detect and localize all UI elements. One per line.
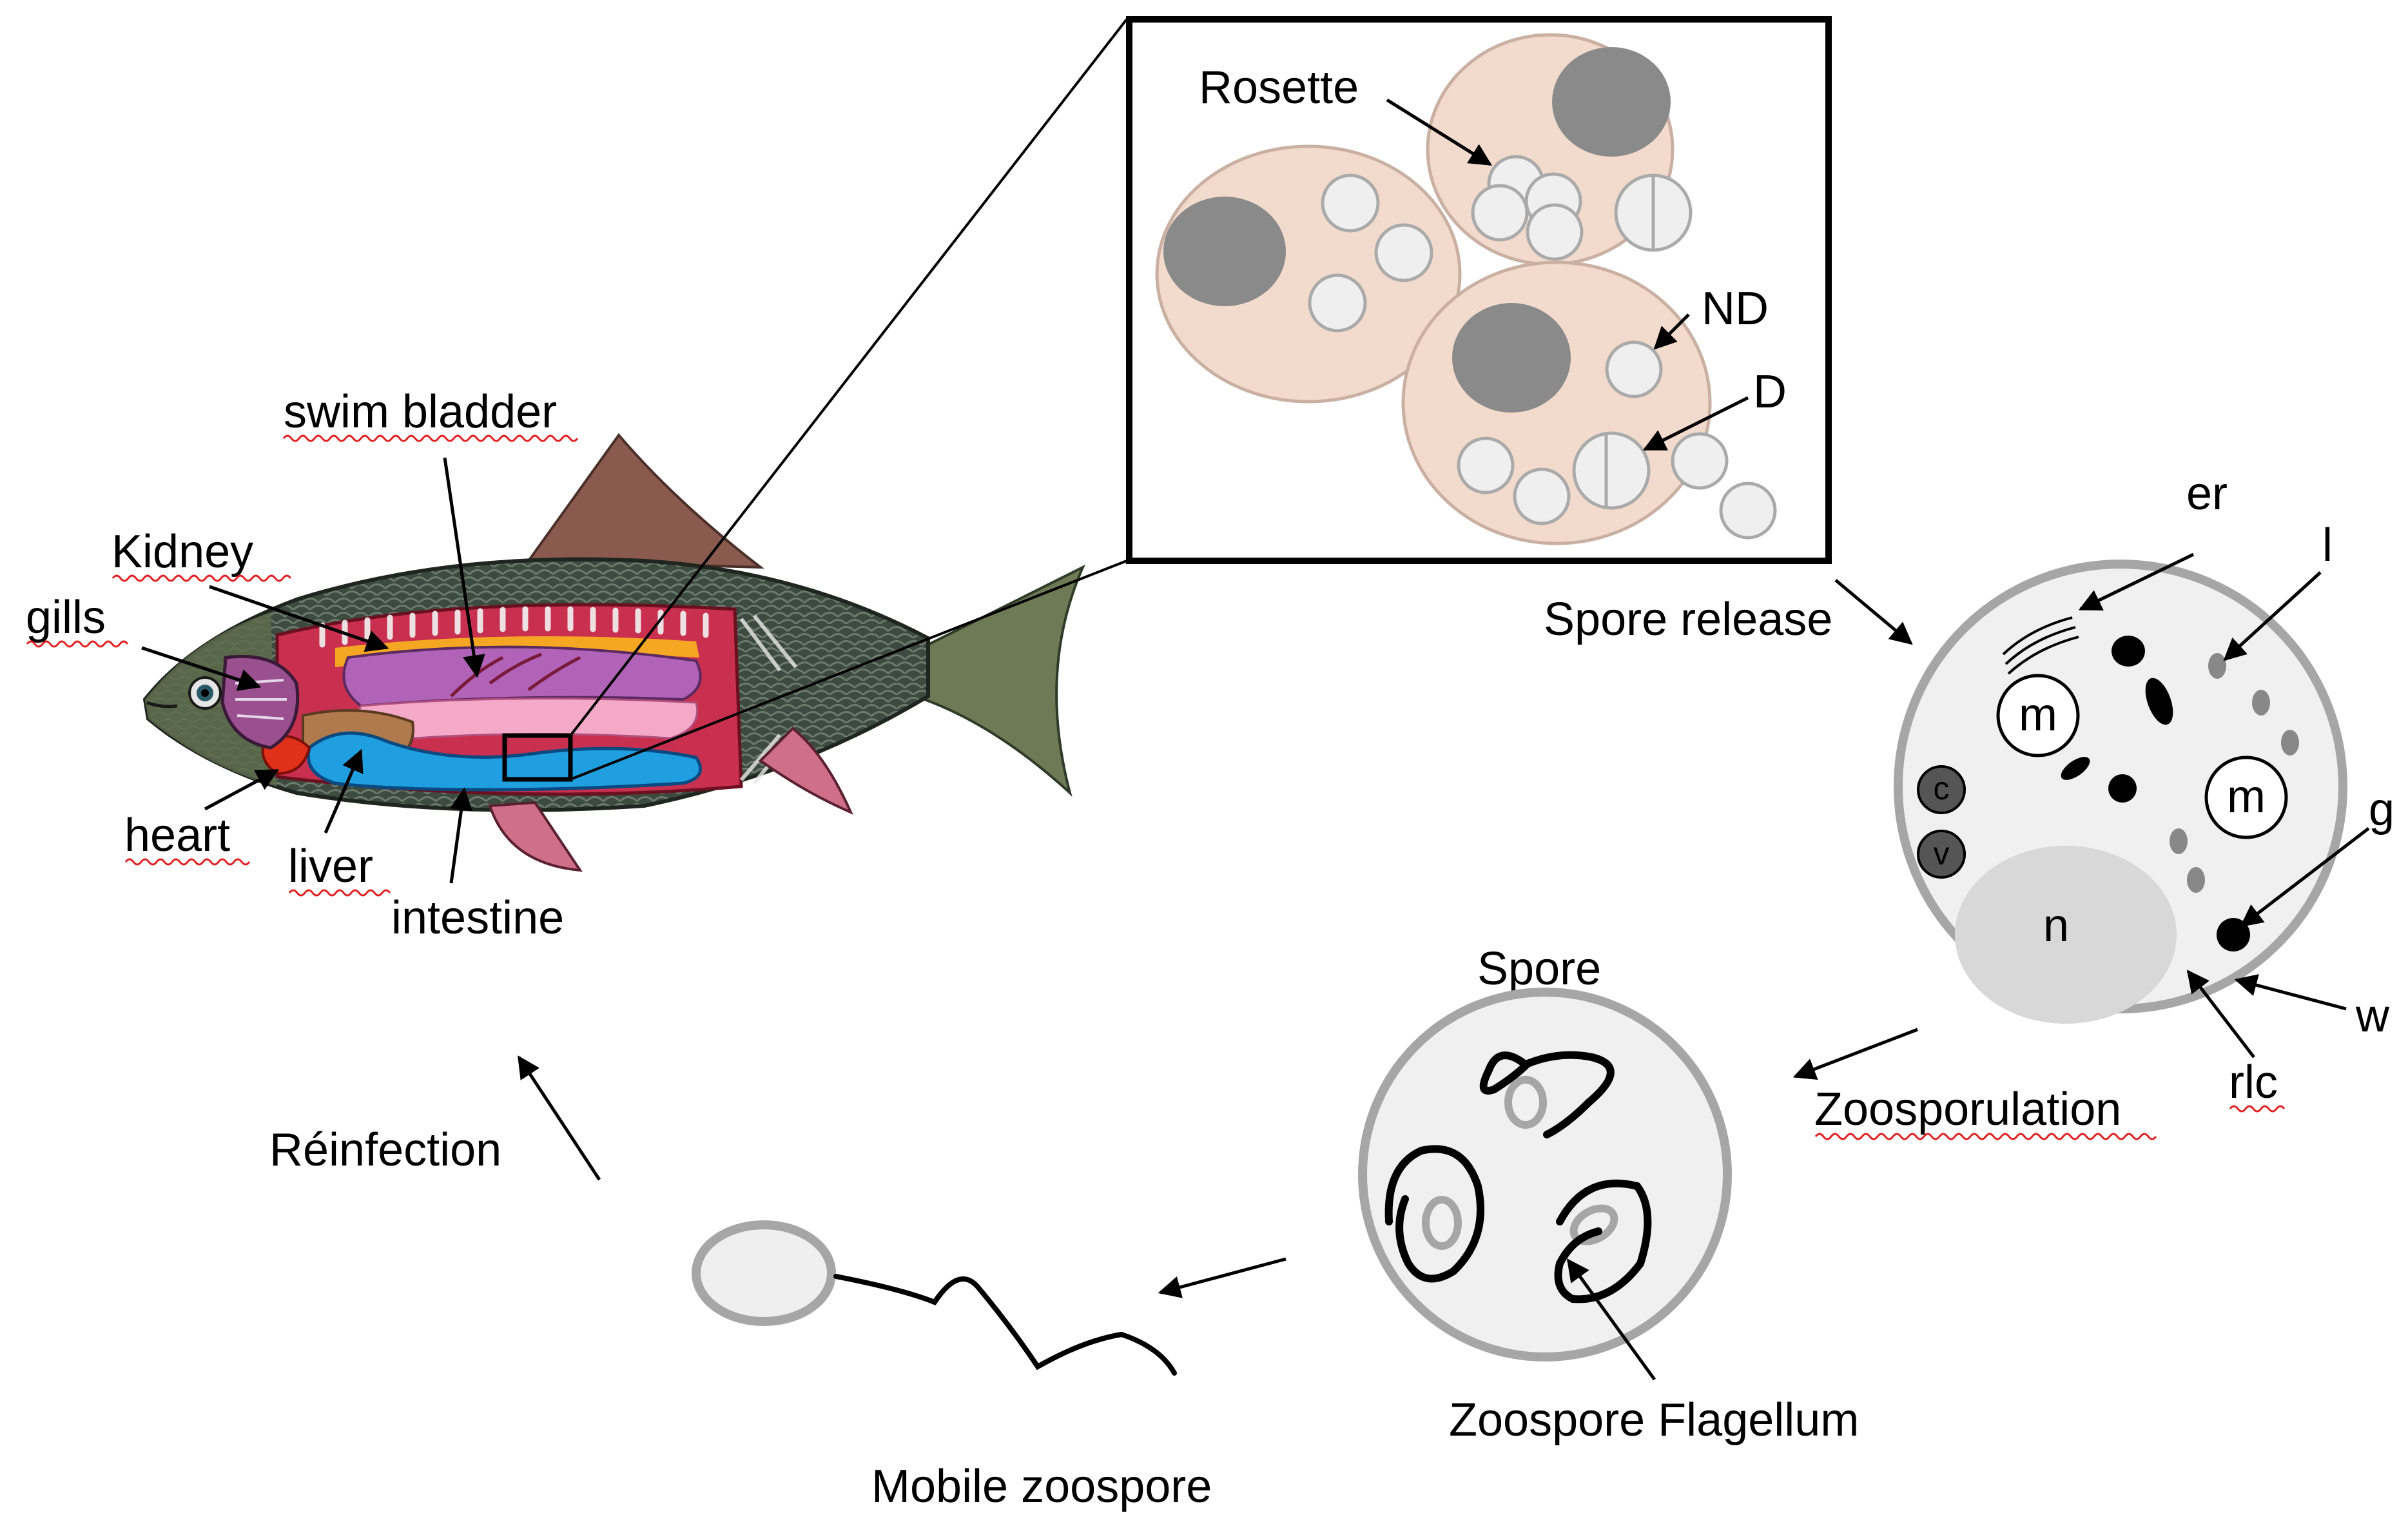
arrow-reinfection bbox=[517, 1055, 601, 1181]
label-heart: heart bbox=[124, 810, 230, 861]
cell-label-g: g bbox=[2369, 784, 2394, 835]
cell-label-n: n bbox=[2043, 900, 2069, 951]
fish-illustration bbox=[142, 433, 1086, 872]
cell-label-rlc: rlc bbox=[2229, 1057, 2278, 1108]
cell-label-v: v bbox=[1934, 835, 1950, 872]
arrow-zoosporulation bbox=[1792, 1028, 1918, 1080]
label-mobile-zoospore: Mobile zoospore bbox=[871, 1461, 1212, 1512]
cell-label-w: w bbox=[2355, 990, 2390, 1042]
zoom-line-top bbox=[569, 18, 1128, 737]
label-intestine: intestine bbox=[391, 892, 564, 944]
label-spore: Spore bbox=[1477, 943, 1601, 995]
label-gills: gills bbox=[26, 592, 106, 643]
mobile-zoospore bbox=[692, 1220, 1177, 1376]
spellcheck-underlines bbox=[26, 434, 2286, 1140]
spore-with-zoospores bbox=[1358, 988, 1732, 1381]
label-kidney: Kidney bbox=[112, 526, 253, 578]
label-liver: liver bbox=[288, 841, 373, 892]
cell-label-l: l bbox=[2322, 520, 2333, 571]
label-spore-release: Spore release bbox=[1544, 594, 1832, 645]
cell-label-m1: m bbox=[2019, 689, 2057, 741]
cell-label-m2: m bbox=[2227, 771, 2266, 823]
arrow-spore-release bbox=[1834, 579, 1913, 645]
label-nd: ND bbox=[1702, 283, 1769, 335]
label-zoosporulation: Zoosporulation bbox=[1814, 1084, 2121, 1135]
label-swim-bladder: swim bladder bbox=[284, 386, 557, 438]
tissue-inset bbox=[1126, 16, 1832, 564]
cell-label-er: er bbox=[2186, 468, 2228, 520]
label-reinfection: Réinfection bbox=[269, 1124, 501, 1176]
fish-pointers bbox=[141, 457, 485, 884]
cell-label-c: c bbox=[1934, 770, 1950, 806]
label-d: D bbox=[1753, 366, 1787, 418]
arrow-to-zoospore bbox=[1158, 1257, 1287, 1298]
label-rosette: Rosette bbox=[1199, 62, 1359, 113]
mature-spore-cell bbox=[1894, 560, 2347, 1024]
zoom-line-bottom bbox=[570, 560, 1127, 781]
label-zoospore-flagellum: Zoospore Flagellum bbox=[1449, 1394, 1859, 1446]
